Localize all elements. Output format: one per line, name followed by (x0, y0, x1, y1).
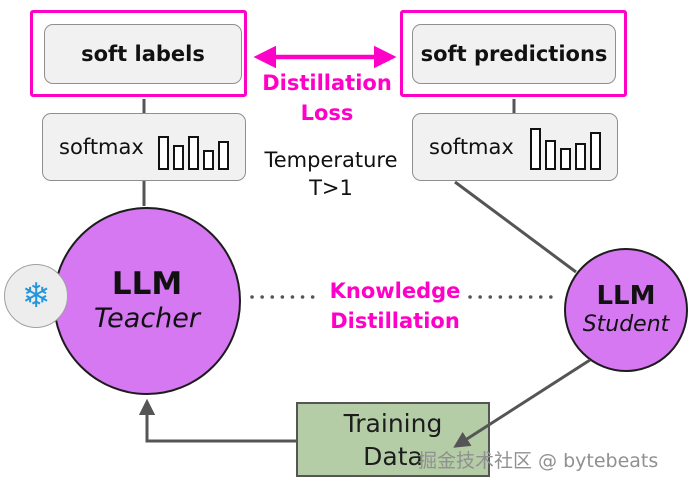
distillation-loss-line2: Loss (300, 101, 354, 125)
distillation-loss-line1: Distillation (262, 71, 392, 95)
knowledge-distillation-label: Knowledge Distillation (323, 276, 467, 336)
student-model-node: LLM Student (564, 248, 688, 372)
training-data-line2: Data (363, 442, 423, 471)
softmax-teacher-box: softmax (42, 113, 246, 181)
student-title: LLM (596, 281, 656, 312)
softmax-student-label: softmax (429, 135, 514, 159)
histogram-icon (530, 124, 601, 170)
soft-predictions-box: soft predictions (412, 24, 616, 84)
training-data-to-teacher-arrow (138, 398, 296, 443)
softmax-teacher-label: softmax (59, 135, 144, 159)
temperature-label: Temperature T>1 (243, 146, 419, 202)
temperature-line2: T>1 (309, 176, 353, 200)
soft-labels-box: soft labels (44, 24, 242, 84)
teacher-title: LLM (111, 266, 183, 303)
student-subtitle: Student (582, 312, 670, 338)
teacher-model-node: LLM Teacher (53, 207, 241, 395)
training-data-line1: Training (343, 409, 443, 438)
teacher-subtitle: Teacher (94, 303, 200, 335)
histogram-icon (158, 124, 229, 170)
soft-predictions-label: soft predictions (420, 42, 608, 66)
soft-labels-frame (30, 10, 247, 97)
distillation-loss-label: Distillation Loss (257, 68, 397, 128)
watermark-text: 掘金技术社区 @ bytebeats (418, 450, 659, 472)
knowledge-line1: Knowledge (329, 279, 461, 303)
soft-labels-label: soft labels (81, 42, 205, 66)
softmax-student-box: softmax (412, 113, 618, 181)
knowledge-line2: Distillation (330, 309, 460, 333)
snowflake-icon: ❄ (21, 276, 51, 316)
frozen-badge: ❄ (4, 264, 68, 328)
softmax-student-connector (454, 180, 577, 274)
soft-predictions-frame (400, 10, 627, 97)
temperature-line1: Temperature (264, 148, 398, 172)
